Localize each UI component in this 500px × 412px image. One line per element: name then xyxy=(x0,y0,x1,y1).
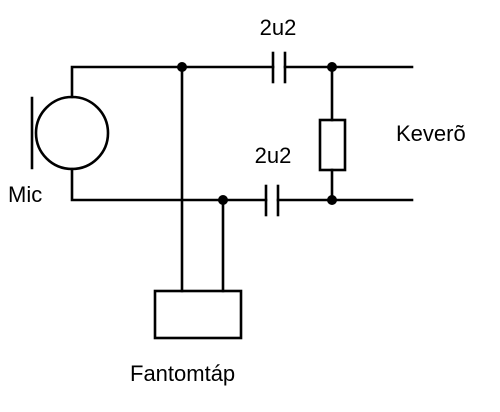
label-capacitor-bottom: 2u2 xyxy=(255,143,292,168)
resistor-body xyxy=(318,118,347,172)
microphone-capsule xyxy=(34,95,110,171)
label-mic: Mic xyxy=(8,182,42,207)
label-capacitor-top: 2u2 xyxy=(260,15,297,40)
wire-top-left xyxy=(70,65,275,99)
phantom-power-box xyxy=(153,289,243,340)
label-output: Keverõ xyxy=(396,121,466,146)
junction-top-left xyxy=(177,62,187,72)
junction-top-right xyxy=(327,62,337,72)
label-phantom-power: Fantomtáp xyxy=(130,361,235,386)
junction-bottom-left xyxy=(218,195,228,205)
wire-bottom-left xyxy=(70,167,268,202)
junction-bottom-right xyxy=(327,195,337,205)
